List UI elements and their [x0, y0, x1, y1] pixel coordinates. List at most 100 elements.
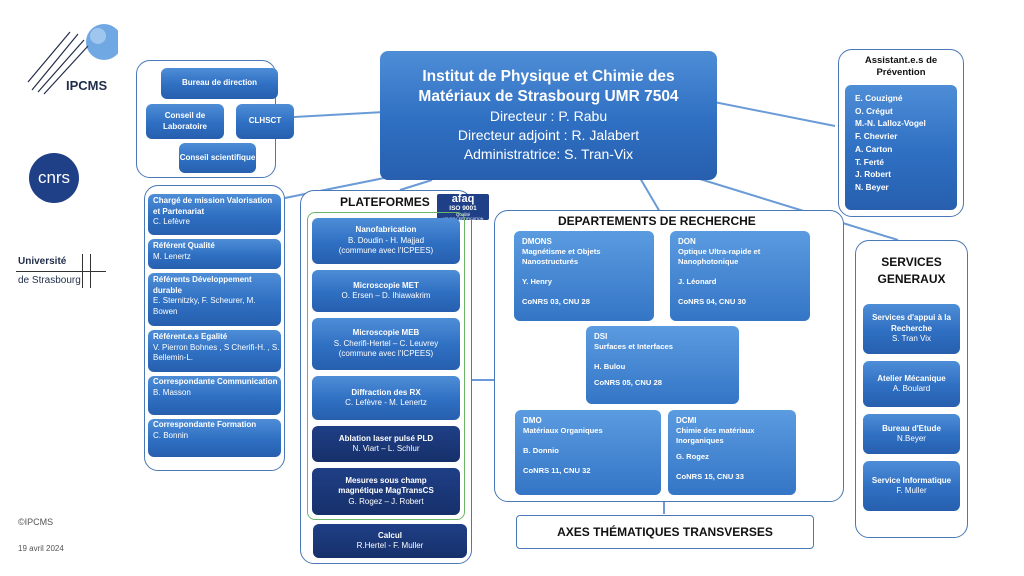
mission-title: Correspondante Communication	[153, 377, 278, 386]
prevention-name: J. Robert	[855, 169, 891, 180]
platform-box: Nanofabrication B. Doudin - H. Majjad (c…	[312, 218, 460, 264]
conseil-laboratoire-box: Conseil de Laboratoire	[146, 104, 224, 139]
copyright: ©IPCMS	[18, 517, 54, 527]
mission-title: Référents Développement durable	[153, 275, 252, 295]
platform-title: Nanofabrication	[355, 225, 417, 235]
service-box: Services d'appui à la Recherche S. Tran …	[863, 304, 960, 354]
service-title: Atelier Mécanique	[877, 373, 946, 383]
prevention-list: E. Couzigné O. Crégut M.-N. Lalloz-Vogel…	[845, 85, 957, 210]
ipcms-logo: IPCMS	[18, 20, 122, 98]
institute-admin: Administratrice: S. Tran-Vix	[463, 146, 634, 162]
department-head: G. Rogez	[676, 452, 709, 461]
afaq-brand: afaq	[451, 192, 475, 205]
institute-adjoint: Directeur adjoint : R. Jalabert	[457, 127, 640, 143]
conseil-laboratoire-label: Conseil de Laboratoire	[162, 111, 207, 131]
mission-box: Chargé de mission Valorisation et Parten…	[148, 194, 281, 235]
department-desc: Magnétisme et Objets Nanostructurés	[522, 247, 601, 266]
mission-box: Référent.e.s Egalité V. Pierron Bohnes ,…	[148, 330, 281, 372]
department-code: DSI	[594, 332, 608, 341]
calcul-people: R.Hertel - F. Muller	[356, 541, 424, 550]
date: 19 avril 2024	[18, 544, 64, 553]
services-heading: SERVICES GENERAUX	[855, 254, 968, 288]
department-box-don: DON Optique Ultra-rapide et Nanophotoniq…	[670, 231, 810, 321]
conseil-scientifique-label: Conseil scientifique	[179, 152, 256, 162]
department-desc: Chimie des matériaux Inorganiques	[676, 426, 755, 445]
institute-title-line1: Institut de Physique et Chimie des	[422, 68, 675, 85]
department-code: DCMI	[676, 416, 697, 425]
department-code: DMO	[523, 416, 542, 425]
platform-people: G. Rogez – J. Robert	[348, 496, 424, 506]
mission-box: Référent Qualité M. Lenertz	[148, 239, 281, 269]
department-conrs: CoNRS 15, CNU 33	[676, 472, 744, 481]
platform-people: B. Doudin - H. Majjad	[347, 235, 425, 245]
platforms-heading: PLATEFORMES	[340, 195, 430, 209]
department-head: Y. Henry	[522, 277, 552, 286]
department-box-dmo: DMO Matériaux Organiques B. Donnio CoNRS…	[515, 410, 661, 495]
service-names: N.Beyer	[897, 434, 926, 443]
calcul-title: Calcul	[377, 530, 402, 540]
mission-box: Correspondante Formation C. Bonnin	[148, 419, 281, 457]
prevention-name: M.-N. Lalloz-Vogel	[855, 118, 926, 129]
service-names: A. Boulard	[892, 384, 931, 393]
platform-people: O. Ersen – D. Ihiawakrim	[341, 291, 431, 300]
mission-title: Référent.e.s Egalité	[153, 332, 228, 341]
department-head: H. Bulou	[594, 362, 626, 371]
mission-names: C. Lefèvre	[153, 217, 190, 226]
platform-title: Microscopie MEB	[352, 328, 420, 338]
institute-directeur: Directeur : P. Rabu	[489, 108, 608, 124]
service-names: F. Muller	[896, 486, 927, 495]
department-conrs: CoNRS 03, CNU 28	[522, 297, 590, 306]
platform-title: Diffraction des RX	[351, 387, 421, 397]
platform-note: (commune avec l'ICPEES)	[338, 246, 434, 256]
prevention-heading: Assistant.e.s de Prévention	[864, 55, 938, 78]
universite-logo-line2: de Strasbourg	[18, 275, 81, 286]
calcul-box: Calcul R.Hertel - F. Muller	[313, 524, 467, 558]
axes-label: AXES THÉMATIQUES TRANSVERSES	[557, 525, 773, 539]
platform-people: S. Cherifi-Hertel – C. Leuvrey	[333, 338, 439, 348]
mission-title: Correspondante Formation	[153, 420, 257, 429]
platform-box: Mesures sous champ magnétique MagTransCS…	[312, 468, 460, 515]
platform-people: C. Lefèvre - M. Lenertz	[345, 398, 427, 407]
platform-box: Microscopie MEB S. Cherifi-Hertel – C. L…	[312, 318, 460, 370]
department-desc: Optique Ultra-rapide et Nanophotonique	[678, 247, 761, 266]
ipcms-logo-text: IPCMS	[66, 78, 108, 93]
institute-title-line2: Matériaux de Strasbourg UMR 7504	[418, 88, 679, 105]
prevention-name: A. Carton	[855, 143, 893, 154]
department-head: B. Donnio	[523, 446, 559, 455]
prevention-name: T. Ferté	[855, 156, 885, 167]
platform-title: Mesures sous champ magnétique MagTransCS	[338, 475, 434, 496]
prevention-name: O. Crégut	[855, 105, 893, 116]
services-heading-line1: SERVICES	[881, 255, 942, 269]
mission-names: V. Pierron Bohnes , S Cherifi-H. , S. Be…	[153, 342, 280, 363]
platform-box: Ablation laser pulsé PLD N. Viart – L. S…	[312, 426, 460, 462]
department-conrs: CoNRS 11, CNU 32	[523, 466, 591, 475]
ipcms-logo-graphic	[27, 24, 122, 95]
prevention-name: F. Chevrier	[855, 131, 898, 142]
departments-heading: DEPARTEMENTS DE RECHERCHE	[558, 214, 756, 228]
department-box-dmons: DMONS Magnétisme et Objets Nanostructuré…	[514, 231, 654, 321]
mission-names: C. Bonnin	[153, 430, 189, 440]
department-box-dsi: DSI Surfaces et Interfaces H. Bulou CoNR…	[586, 326, 739, 404]
platform-title: Ablation laser pulsé PLD	[338, 433, 434, 443]
platform-people: N. Viart – L. Schlur	[352, 444, 420, 453]
institute-box: Institut de Physique et Chimie des Matér…	[380, 51, 717, 180]
universite-logo: Université de Strasbourg	[16, 254, 106, 288]
department-head: J. Léonard	[678, 277, 717, 286]
department-code: DMONS	[522, 237, 552, 246]
department-desc: Matériaux Organiques	[523, 426, 603, 435]
platform-box: Diffraction des RX C. Lefèvre - M. Lener…	[312, 376, 460, 420]
cnrs-logo-text: cnrs	[37, 168, 71, 187]
service-box: Atelier Mécanique A. Boulard	[863, 361, 960, 407]
services-heading-line2: GENERAUX	[877, 272, 946, 286]
department-conrs: CoNRS 04, CNU 30	[678, 297, 746, 306]
service-names: S. Tran Vix	[892, 334, 931, 344]
service-box: Bureau d'Etude N.Beyer	[863, 414, 960, 454]
mission-box: Référents Développement durable E. Stern…	[148, 273, 281, 326]
mission-names: E. Sternitzky, F. Scheurer, M. Bowen	[153, 296, 256, 316]
certified-platforms-frame	[307, 212, 465, 520]
clhsct-label: CLHSCT	[248, 116, 282, 126]
bureau-direction-box: Bureau de direction	[161, 68, 278, 99]
axes-box: AXES THÉMATIQUES TRANSVERSES	[516, 515, 814, 549]
universite-logo-line1: Université	[18, 256, 67, 267]
department-conrs: CoNRS 05, CNU 28	[594, 378, 662, 387]
